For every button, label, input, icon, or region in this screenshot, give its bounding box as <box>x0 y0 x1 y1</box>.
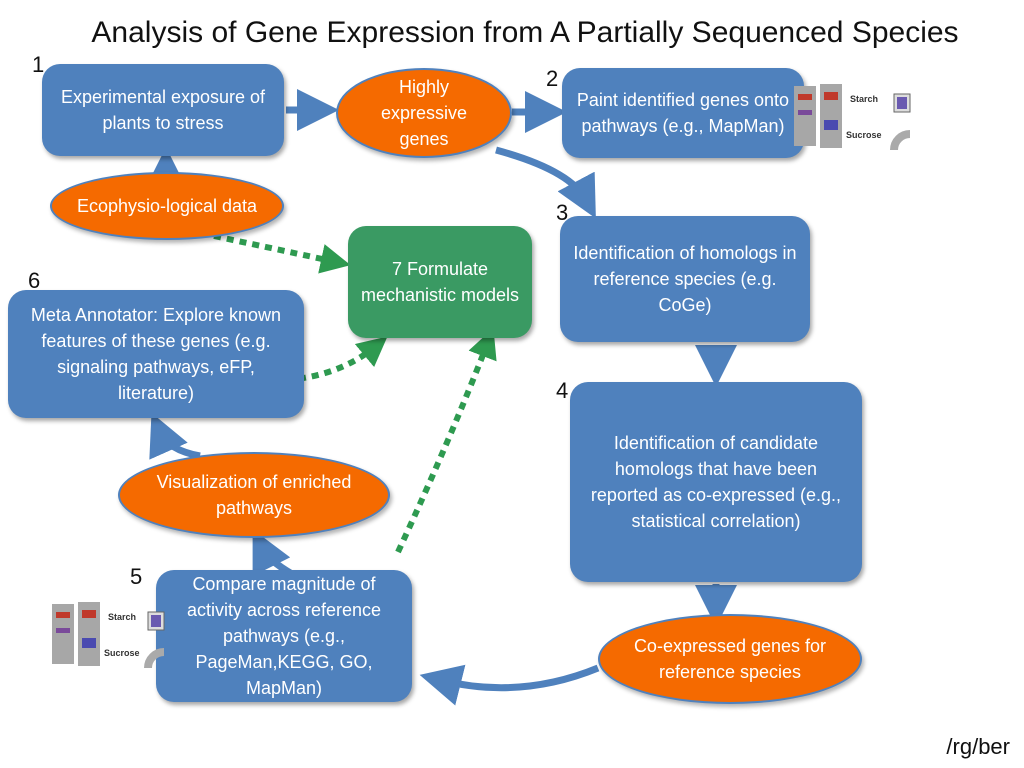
paint-pathways-box: Paint identified genes onto pathways (e.… <box>562 68 804 158</box>
meta-annotator-box: Meta Annotator: Explore known features o… <box>8 290 304 418</box>
ecophysiological-data-oval: Ecophysio-logical data <box>50 172 284 240</box>
compare-activity-box: Compare magnitude of activity across ref… <box>156 570 412 702</box>
page-title: Analysis of Gene Expression from A Parti… <box>91 16 959 49</box>
thumbnail-sucrose-label: Sucrose <box>104 648 140 658</box>
thumbnail-sucrose-label: Sucrose <box>846 130 882 140</box>
visualization-pathways-oval: Visualization of enriched pathways <box>118 452 390 538</box>
highly-expressive-genes-oval: Highly expressive genes <box>336 68 512 158</box>
dotted-compare-to-formulate <box>395 328 497 554</box>
formulate-models-box: 7 Formulate mechanistic models <box>348 226 532 338</box>
step-number-2: 2 <box>546 66 559 91</box>
step-number-1: 1 <box>32 52 45 77</box>
candidate-homologs-box: Identification of candidate homologs tha… <box>570 382 862 582</box>
dotted-ecophys-to-formulate <box>213 233 351 274</box>
step-number-6: 6 <box>28 268 41 293</box>
arrow-visualization-to-meta <box>149 412 201 460</box>
thumbnail-starch-label: Starch <box>108 612 136 622</box>
step-number-4: 4 <box>556 378 569 403</box>
thumbnail-starch-label: Starch <box>850 94 878 104</box>
mapman-thumbnail-bottom: Starch Sucrose <box>52 602 165 669</box>
step-number-3: 3 <box>556 200 569 225</box>
mapman-thumbnail-top: Starch Sucrose <box>794 84 911 151</box>
coexpressed-genes-oval: Co-expressed genes for reference species <box>598 614 862 704</box>
author-footer: /rg/ber <box>946 734 1010 759</box>
arrow-highly-to-homologs <box>495 146 596 219</box>
arrow-coexpressed-to-compare <box>419 664 600 706</box>
step-number-5: 5 <box>130 564 143 589</box>
homologs-box: Identification of homologs in reference … <box>560 216 810 342</box>
exposure-box: Experimental exposure of plants to stres… <box>42 64 284 156</box>
